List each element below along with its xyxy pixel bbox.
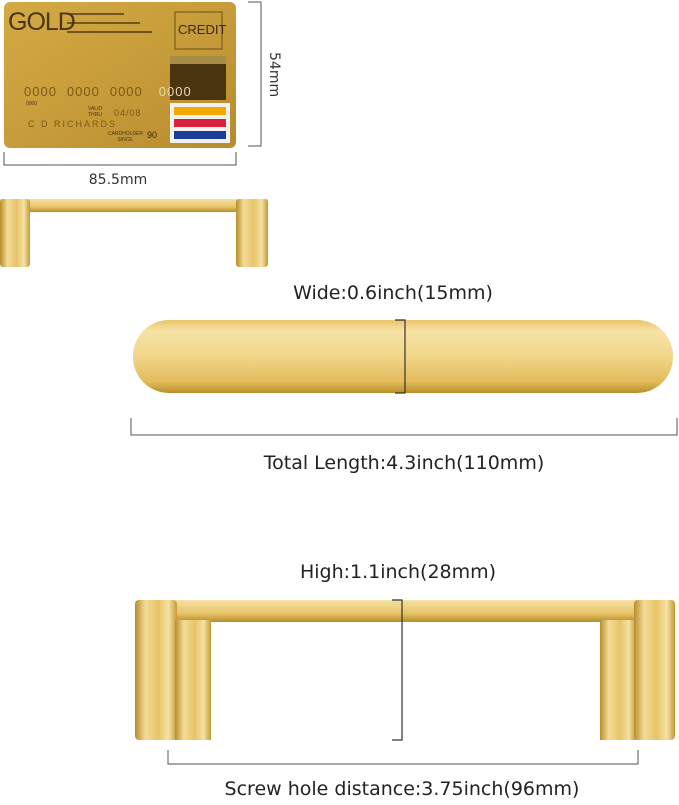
wide-label: Wide:0.6inch(15mm) (293, 282, 493, 304)
card-number: 0000 0000 0000 0000 (24, 84, 192, 99)
card-number-group: 0000 (109, 84, 143, 99)
card-width-label: 85.5mm (88, 172, 148, 188)
screw-hole-distance-label: Screw hole distance:3.75inch(96mm) (224, 778, 580, 800)
handle-side-view (135, 600, 675, 740)
card-height-label: 54mm (266, 52, 282, 98)
total-length-bracket (130, 418, 678, 436)
card-brand: GOLD (8, 8, 76, 36)
card-flag-stripe (174, 107, 226, 115)
valid-thru-label: VALID THRU (88, 106, 103, 118)
cardholder-since-label: CARDHOLDER SINCE (108, 131, 144, 143)
card-number-group: 0000 (24, 84, 57, 99)
card-number-group: 0000 (66, 84, 100, 99)
valid-thru: 04/08 (114, 108, 142, 118)
card-width-bracket (3, 152, 237, 166)
wide-bracket (395, 319, 406, 394)
handle-top-view (133, 320, 673, 393)
high-bracket (392, 599, 403, 741)
cardholder-since: 90 (147, 130, 158, 140)
small-handle-image (0, 199, 268, 267)
high-label: High:1.1inch(28mm) (299, 561, 497, 583)
card-flag-stripe (174, 131, 226, 139)
card-flag-stripe (174, 119, 226, 127)
screw-distance-bracket (167, 750, 639, 765)
total-length-label: Total Length:4.3inch(110mm) (263, 452, 545, 474)
credit-card (4, 2, 236, 148)
card-height-bracket (248, 1, 262, 147)
card-type-label: CREDIT (178, 22, 227, 37)
card-number-group: 0000 (158, 84, 192, 99)
card-small-number: 0000 (26, 101, 38, 107)
card-holder-name: C D RICHARDS (28, 119, 118, 129)
